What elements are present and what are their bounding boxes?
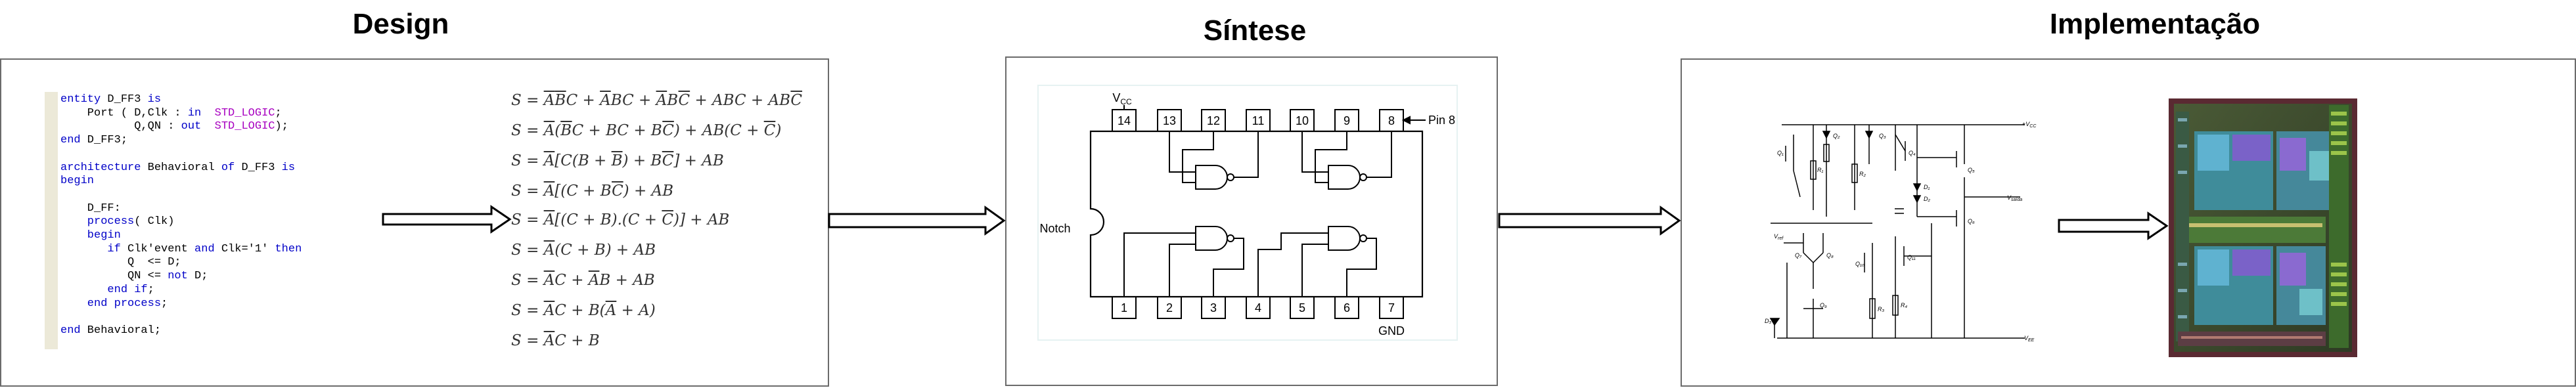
- svg-text:R₄: R₄: [1901, 302, 1907, 309]
- svg-text:Q₅: Q₅: [1968, 167, 1975, 173]
- equation-4: S = A[(C + BC) + AB: [511, 183, 674, 200]
- svg-text:Q₇: Q₇: [1795, 252, 1802, 259]
- code-gutter: [45, 92, 58, 349]
- svg-text:D₁: D₁: [1924, 184, 1930, 190]
- pin-11-label: 11: [1252, 114, 1265, 127]
- pin-4-label: 4: [1255, 301, 1261, 314]
- svg-text:Q₉: Q₉: [1820, 302, 1827, 309]
- title-design: Design: [352, 8, 449, 40]
- equation-9: S = AC + B: [511, 332, 600, 349]
- pin-14-label: 14: [1118, 114, 1131, 127]
- equation-1: S = ABC + ABC + ABC + ABC + ABC: [511, 92, 803, 109]
- pin-12-label: 12: [1207, 114, 1220, 127]
- svg-text:Q₁: Q₁: [1777, 150, 1784, 156]
- transistor-circuit-labels: +VCC -VEE Vref Vsaída Q₁ Q₂ Q₃ Q₄ Q₅ Q₆ …: [1765, 121, 2037, 343]
- flow-arrow-2: [828, 205, 1006, 236]
- svg-text:Q₄: Q₄: [1909, 150, 1916, 156]
- title-synthesis: Síntese: [1203, 14, 1307, 47]
- svg-text:D₃: D₃: [1765, 318, 1771, 324]
- pin-1-label: 1: [1121, 301, 1127, 314]
- pin-8-label: 8: [1388, 114, 1395, 127]
- equation-3: S = A[C(B + B) + BC] + AB: [511, 152, 724, 169]
- svg-text:Q₈: Q₈: [1826, 252, 1834, 259]
- ic-chip-diagram: [1037, 85, 1458, 341]
- pin-7-label: 7: [1388, 301, 1395, 314]
- ic-chip-labels: 14 13 12 11 10 9 8 1 2 3 4 5 6 7 VCC Pin…: [1039, 91, 1455, 337]
- vee-rail-label: -VEE: [2022, 335, 2035, 343]
- equation-8: S = AC + B(A + A): [511, 302, 656, 319]
- svg-text:Q₆: Q₆: [1968, 218, 1975, 225]
- notch-label: Notch: [1039, 222, 1070, 235]
- equation-2: S = A(BC + BC + BC) + AB(C + C): [511, 122, 782, 139]
- implementation-panel: [1681, 58, 2576, 387]
- flow-arrow-4: [2058, 211, 2169, 240]
- pin-6-label: 6: [1344, 301, 1350, 314]
- svg-text:R₂: R₂: [1859, 171, 1866, 177]
- svg-text:Q₂: Q₂: [1833, 133, 1840, 139]
- gnd-label: GND: [1378, 324, 1405, 337]
- svg-text:R₁: R₁: [1817, 167, 1823, 173]
- pin-13-label: 13: [1163, 114, 1176, 127]
- vcc-label: VCC: [1112, 91, 1132, 106]
- flow-arrow-1: [382, 205, 512, 234]
- equation-6: S = A(C + B) + AB: [511, 242, 656, 259]
- pin-5-label: 5: [1299, 301, 1305, 314]
- transistor-circuit: [1769, 124, 2025, 339]
- pin8-callout: Pin 8: [1428, 114, 1455, 127]
- pin-10-label: 10: [1296, 114, 1309, 127]
- pin-2-label: 2: [1166, 301, 1173, 314]
- vout-label: Vsaída: [2007, 194, 2022, 202]
- svg-text:R₃: R₃: [1878, 306, 1884, 313]
- title-implementation: Implementação: [2049, 8, 2261, 40]
- equation-7: S = AC + AB + AB: [511, 272, 655, 289]
- vhdl-code: entity D_FF3 is Port ( D,Clk : in STD_LO…: [60, 93, 302, 337]
- svg-text:Q₃: Q₃: [1879, 133, 1886, 139]
- svg-text:Q₁₀: Q₁₀: [1855, 261, 1864, 267]
- svg-text:D₂: D₂: [1924, 196, 1930, 202]
- vcc-rail-label: +VCC: [2022, 121, 2037, 129]
- pin-9-label: 9: [1344, 114, 1350, 127]
- svg-text:Q₁₁: Q₁₁: [1907, 254, 1916, 261]
- pin-3-label: 3: [1210, 301, 1217, 314]
- equation-5: S = A[(C + B).(C + C)] + AB: [511, 211, 730, 228]
- silicon-die-image: [2169, 98, 2357, 357]
- flow-arrow-3: [1498, 205, 1681, 236]
- vref-label: Vref: [1774, 233, 1784, 241]
